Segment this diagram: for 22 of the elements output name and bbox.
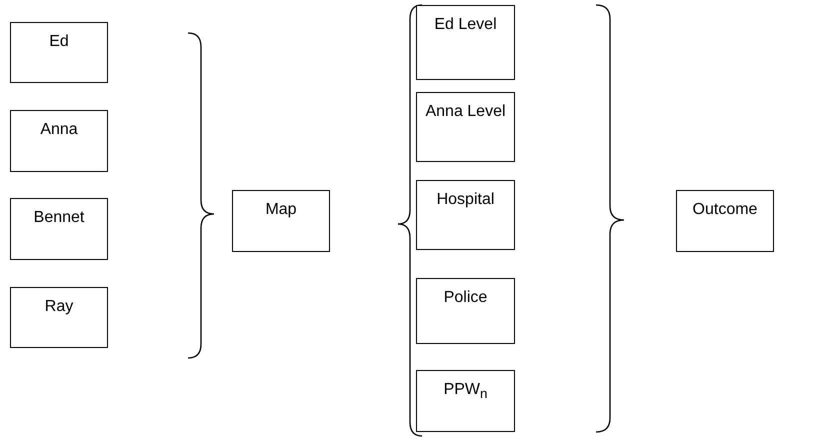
box-label: Ed Level [434,16,497,34]
process-box [10,287,108,348]
box-label: Hospital [436,191,494,209]
box-label: Anna Level [425,103,506,121]
box-label: Bennet [34,209,84,227]
process-box [416,278,515,344]
process-box [416,5,515,80]
box-label: Police [444,289,488,307]
process-box [416,92,515,162]
process-box [416,370,515,432]
box-label: Map [265,201,297,219]
process-box [10,22,108,83]
box-label: Ed [49,33,69,51]
process-box [10,110,108,172]
process-box [416,180,515,250]
process-box [676,190,774,252]
box-label: Anna [40,121,78,139]
process-box [10,198,108,260]
box-label: PPW$_{n}$ [444,381,488,402]
box-label: Ray [44,298,74,316]
box-label: Outcome [692,201,758,219]
process-box [232,190,330,252]
